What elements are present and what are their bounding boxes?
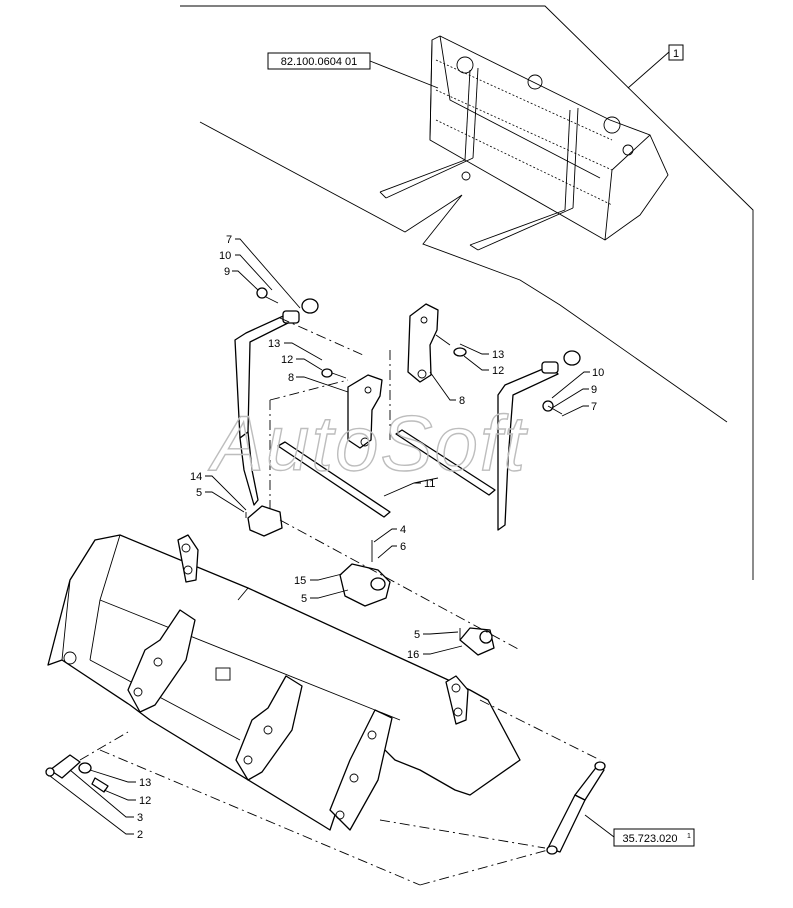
callout-12-left: 12 xyxy=(281,354,293,366)
callout-7-left: 7 xyxy=(226,234,232,246)
callout-5-middle: 5 xyxy=(301,593,307,605)
right-fork xyxy=(497,350,581,531)
callout-16: 16 xyxy=(407,649,419,661)
callout-5-lower: 5 xyxy=(414,629,420,641)
right-hook-bracket xyxy=(407,303,467,383)
top-reference[interactable]: 82.100.0604 01 xyxy=(267,52,439,89)
callout-13-right: 13 xyxy=(492,349,504,361)
assembly-reference[interactable]: 1 xyxy=(627,44,684,89)
callout-14: 14 xyxy=(190,471,202,483)
loader-bucket xyxy=(47,534,521,831)
callout-2: 2 xyxy=(137,829,143,841)
callout-13-pin: 13 xyxy=(139,777,151,789)
callouts-middle: 14 5 11 4 6 15 5 5 16 xyxy=(190,471,463,661)
region-boundary xyxy=(180,5,754,580)
bucket-clamp-center xyxy=(339,540,391,607)
callout-6: 6 xyxy=(400,541,406,553)
callout-8-left: 8 xyxy=(288,372,294,384)
callout-7-right: 7 xyxy=(591,401,597,413)
bucket-clamp-left xyxy=(245,505,283,537)
hydraulic-cylinder xyxy=(99,699,606,886)
callouts-pin: 13 12 3 2 xyxy=(49,769,151,841)
assembly-reference-label: 1 xyxy=(673,48,679,60)
fork-bucket-assembly-preview xyxy=(379,35,669,251)
callout-3: 3 xyxy=(137,812,143,824)
cylinder-reference-superscript: 1 xyxy=(687,833,691,840)
cylinder-reference[interactable]: 35.723.020 1 xyxy=(584,814,695,847)
callout-13-left: 13 xyxy=(268,338,280,350)
left-hook-bracket xyxy=(321,368,383,449)
cross-shaft xyxy=(269,350,496,520)
callout-11: 11 xyxy=(424,478,435,490)
callouts-right-fork: 13 12 8 10 9 7 xyxy=(429,343,604,417)
callouts-left-fork: 7 10 9 13 12 8 xyxy=(219,234,349,393)
callout-9-right: 9 xyxy=(591,384,597,396)
top-reference-label: 82.100.0604 01 xyxy=(281,56,357,68)
callout-10-right: 10 xyxy=(592,367,604,379)
callout-8-right: 8 xyxy=(459,395,465,407)
callout-12-right: 12 xyxy=(492,365,504,377)
callout-10-left: 10 xyxy=(219,250,231,262)
bucket-clamp-right xyxy=(459,627,495,656)
callout-4: 4 xyxy=(400,524,406,536)
pin-assembly xyxy=(45,731,129,793)
callout-15: 15 xyxy=(294,575,306,587)
callout-9-left: 9 xyxy=(224,266,230,278)
callout-5-upper: 5 xyxy=(196,487,202,499)
cylinder-reference-label: 35.723.020 xyxy=(622,833,677,845)
watermark: AutoSoft xyxy=(208,399,529,487)
left-fork xyxy=(234,287,364,506)
callout-12-pin: 12 xyxy=(139,795,151,807)
